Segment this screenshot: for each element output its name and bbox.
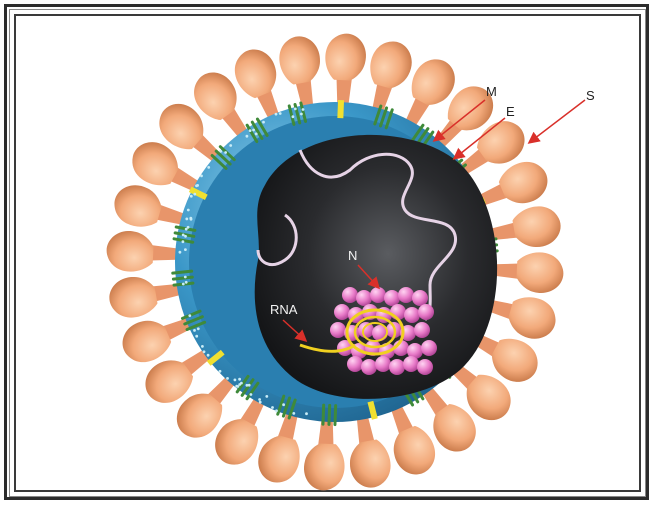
surface-dot — [196, 184, 199, 187]
surface-dot — [184, 248, 187, 251]
surface-dot — [182, 234, 185, 237]
surface-dot — [190, 218, 193, 221]
nucleocapsid-bead — [398, 287, 414, 303]
spike-protein — [106, 230, 187, 274]
surface-dot — [190, 195, 193, 198]
surface-dot — [259, 401, 262, 404]
surface-dot — [275, 113, 278, 116]
nucleocapsid-bead — [334, 304, 350, 320]
surface-dot — [229, 144, 232, 147]
surface-dot — [182, 240, 185, 243]
nucleocapsid-bead — [389, 359, 405, 375]
surface-dot — [302, 108, 305, 111]
nucleocapsid-bead — [342, 287, 358, 303]
surface-dot — [279, 112, 282, 115]
surface-dot — [185, 228, 188, 231]
surface-dot — [184, 276, 187, 279]
membrane-protein — [321, 404, 337, 427]
surface-dot — [258, 398, 261, 401]
surface-dot — [182, 283, 185, 286]
spike-protein — [303, 411, 347, 492]
nucleocapsid-bead — [358, 322, 374, 338]
nucleocapsid-bead — [375, 356, 391, 372]
nucleocapsid-bead — [412, 290, 428, 306]
label-rna: RNA — [270, 302, 298, 317]
nucleocapsid-bead — [361, 359, 377, 375]
surface-dot — [300, 113, 303, 116]
surface-dot — [294, 108, 297, 111]
surface-dot — [250, 393, 253, 396]
surface-dot — [193, 329, 196, 332]
surface-dot — [219, 150, 222, 153]
surface-dot — [201, 345, 204, 348]
surface-dot — [193, 193, 196, 196]
nucleocapsid-bead — [418, 304, 434, 320]
surface-dot — [179, 251, 182, 254]
surface-dot — [207, 354, 210, 357]
surface-dot — [188, 314, 191, 317]
nucleocapsid-bead — [347, 356, 363, 372]
envelope-protein — [337, 100, 344, 118]
surface-dot — [265, 395, 268, 398]
surface-dot — [282, 403, 285, 406]
nucleocapsid-bead — [404, 307, 420, 323]
surface-dot — [200, 175, 203, 178]
spike-protein — [323, 33, 367, 114]
surface-dot — [187, 209, 190, 212]
surface-dot — [226, 377, 229, 380]
surface-dot — [219, 370, 222, 373]
surface-dot — [292, 115, 295, 118]
label-n: N — [348, 248, 357, 263]
viral-interior — [255, 135, 497, 399]
label-m: M — [486, 84, 497, 99]
surface-dot — [275, 409, 278, 412]
surface-dot — [292, 412, 295, 415]
surface-dot — [185, 281, 188, 284]
surface-dot — [271, 406, 274, 409]
surface-dot — [207, 166, 210, 169]
arrow-s — [530, 100, 585, 142]
surface-dot — [185, 218, 188, 221]
nucleocapsid-bead — [417, 359, 433, 375]
surface-dot — [203, 350, 206, 353]
surface-dot — [235, 385, 238, 388]
nucleocapsid-bead — [421, 340, 437, 356]
label-e: E — [506, 104, 515, 119]
nucleocapsid-bead — [356, 290, 372, 306]
surface-dot — [238, 378, 241, 381]
nucleocapsid-bead — [384, 290, 400, 306]
surface-dot — [252, 129, 255, 132]
nucleocapsid-bead — [403, 356, 419, 372]
surface-dot — [234, 379, 237, 382]
surface-dot — [262, 121, 265, 124]
label-s: S — [586, 88, 595, 103]
surface-dot — [249, 129, 252, 132]
nucleocapsid-bead — [414, 322, 430, 338]
surface-dot — [240, 382, 243, 385]
surface-dot — [195, 335, 198, 338]
surface-dot — [248, 384, 251, 387]
surface-dot — [305, 412, 308, 415]
nucleocapsid-bead — [370, 287, 386, 303]
surface-dot — [255, 133, 258, 136]
surface-dot — [246, 135, 249, 138]
surface-dot — [224, 151, 227, 154]
surface-dot — [197, 327, 200, 330]
nucleocapsid-bead — [330, 322, 346, 338]
